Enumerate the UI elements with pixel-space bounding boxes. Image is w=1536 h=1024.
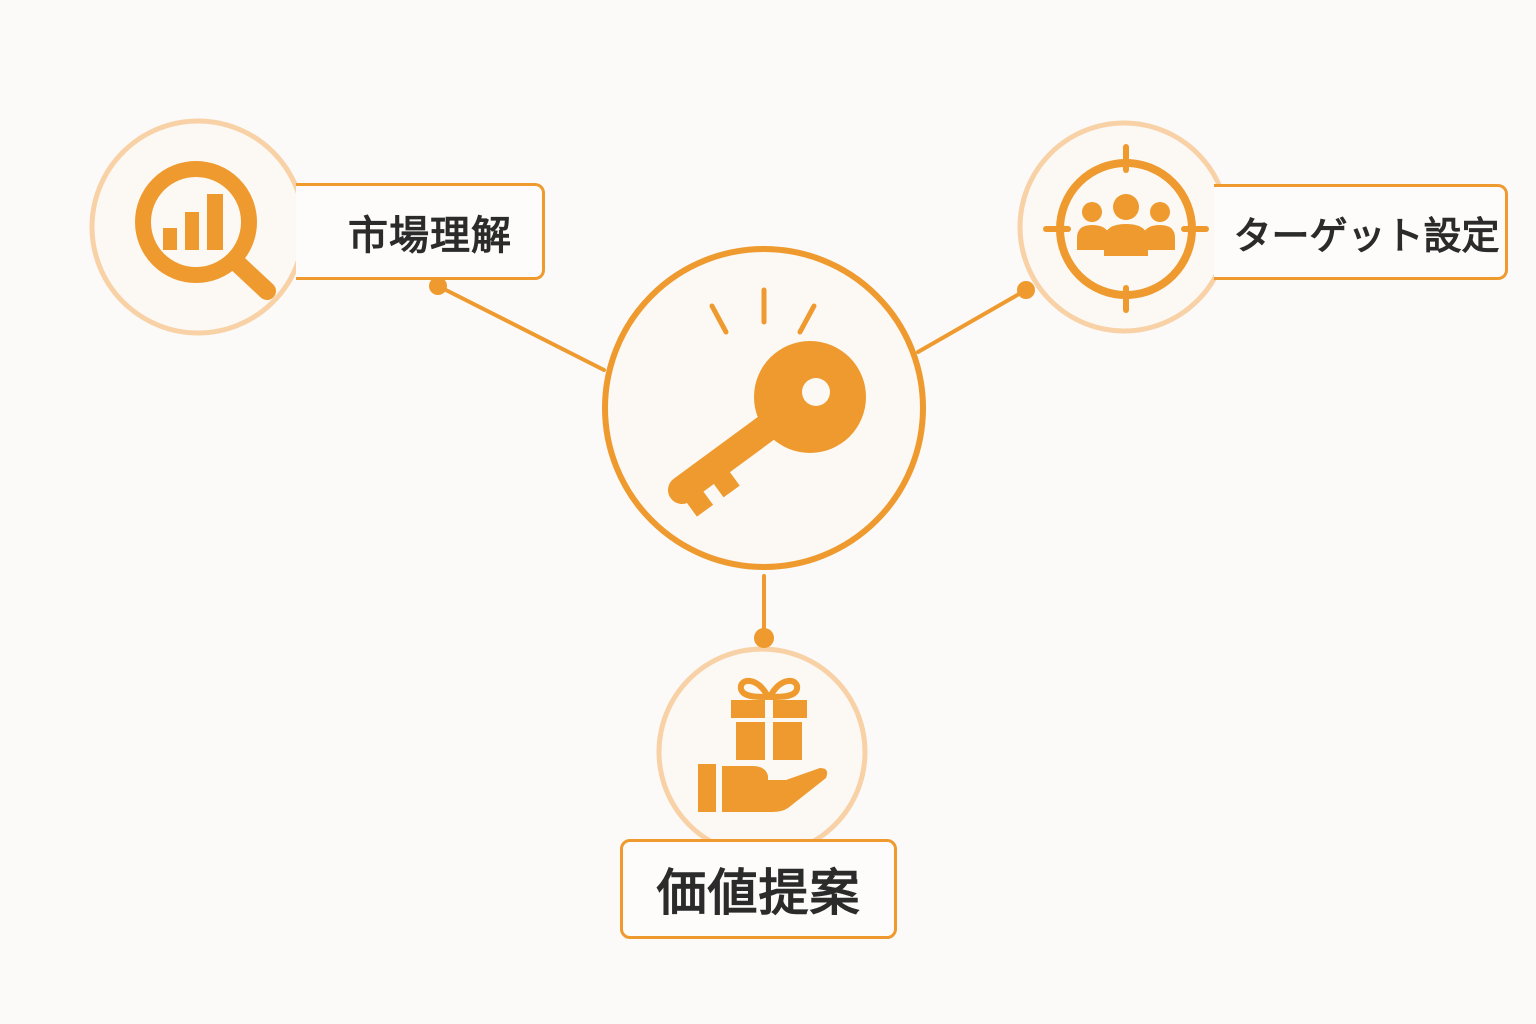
dot-target [1017, 281, 1035, 299]
magnifier-bar-chart-icon [135, 161, 276, 300]
node-value [656, 646, 868, 858]
dot-market [429, 277, 447, 295]
dot-value [754, 628, 774, 648]
connector-dots [429, 277, 1035, 648]
node-market [89, 118, 307, 336]
sparkle-lines [709, 287, 817, 335]
key-icon [668, 287, 866, 517]
node-center [602, 246, 926, 570]
connector-target [916, 288, 1028, 354]
node-label-target: ターゲット設定 [1214, 184, 1508, 280]
node-target [1017, 120, 1231, 334]
connectors [436, 284, 1028, 640]
connector-market [436, 284, 606, 372]
node-label-value: 価値提案 [620, 839, 897, 939]
gift-hand-icon [698, 678, 828, 812]
node-label-market: 市場理解 [296, 183, 545, 280]
target-audience-icon [1043, 144, 1209, 313]
